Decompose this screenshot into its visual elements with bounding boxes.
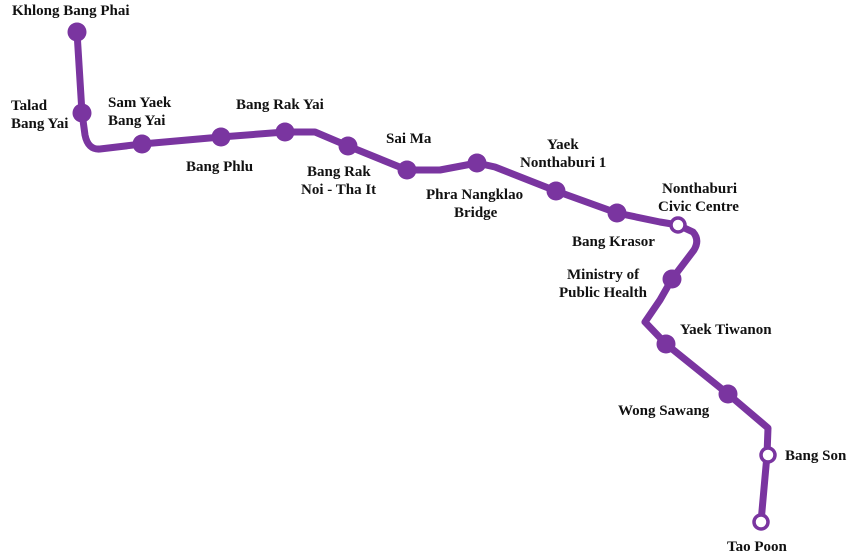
yaek-nonthaburi-1-label-line-2: Nonthaburi 1 (520, 155, 606, 171)
bang-phlu-label: Bang Phlu (186, 159, 253, 175)
nonthaburi-civic-centre-label-line-2: Civic Centre (658, 199, 739, 215)
phra-nangklao-bridge-label-line-1: Phra Nangklao (426, 187, 523, 203)
nonthaburi-civic-centre-label-line-1: Nonthaburi (662, 181, 737, 197)
phra-nangklao-bridge-label-line-2: Bridge (454, 205, 498, 221)
bang-son-interchange-marker (759, 446, 777, 464)
yaek-nonthaburi-1-label-line-1: Yaek (547, 137, 579, 153)
ministry-of-public-health-label-line-2: Public Health (559, 285, 648, 301)
ministry-of-public-health-station-marker (662, 269, 682, 289)
bang-phlu-station-marker (211, 127, 231, 147)
sai-ma-label: Sai Ma (386, 131, 432, 147)
bang-rak-noi-tha-it-label-line-2: Noi - Tha It (301, 182, 376, 198)
nonthaburi-civic-centre-interchange-marker (669, 216, 687, 234)
bang-krasor-station-marker (607, 203, 627, 223)
khlong-bang-phai-station-marker (67, 22, 87, 42)
tao-poon-label: Tao Poon (727, 539, 788, 555)
sam-yaek-bang-yai-label-line-1: Sam Yaek (108, 95, 172, 111)
tao-poon-interchange-marker (752, 513, 770, 531)
wong-sawang-station-marker (718, 384, 738, 404)
ministry-of-public-health-label-line-1: Ministry of (567, 267, 640, 283)
talad-bang-yai-label-line-1: Talad (11, 98, 48, 114)
talad-bang-yai-station-marker (72, 103, 92, 123)
sam-yaek-bang-yai-label-line-2: Bang Yai (108, 113, 165, 129)
yaek-nonthaburi-1-station-marker (546, 181, 566, 201)
bang-rak-yai-label: Bang Rak Yai (236, 97, 324, 113)
stations-layer (67, 22, 777, 531)
khlong-bang-phai-label: Khlong Bang Phai (12, 3, 130, 19)
phra-nangklao-bridge-station-marker (467, 153, 487, 173)
bang-son-label: Bang Son (785, 448, 847, 464)
bang-rak-noi-tha-it-station-marker (338, 136, 358, 156)
yaek-tiwanon-label: Yaek Tiwanon (680, 322, 772, 338)
bang-krasor-label: Bang Krasor (572, 234, 655, 250)
bang-rak-yai-station-marker (275, 122, 295, 142)
wong-sawang-label: Wong Sawang (618, 403, 710, 419)
yaek-tiwanon-station-marker (656, 334, 676, 354)
talad-bang-yai-label-line-2: Bang Yai (11, 116, 68, 132)
bang-rak-noi-tha-it-label-line-1: Bang Rak (307, 164, 371, 180)
sam-yaek-bang-yai-station-marker (132, 134, 152, 154)
sai-ma-station-marker (397, 160, 417, 180)
